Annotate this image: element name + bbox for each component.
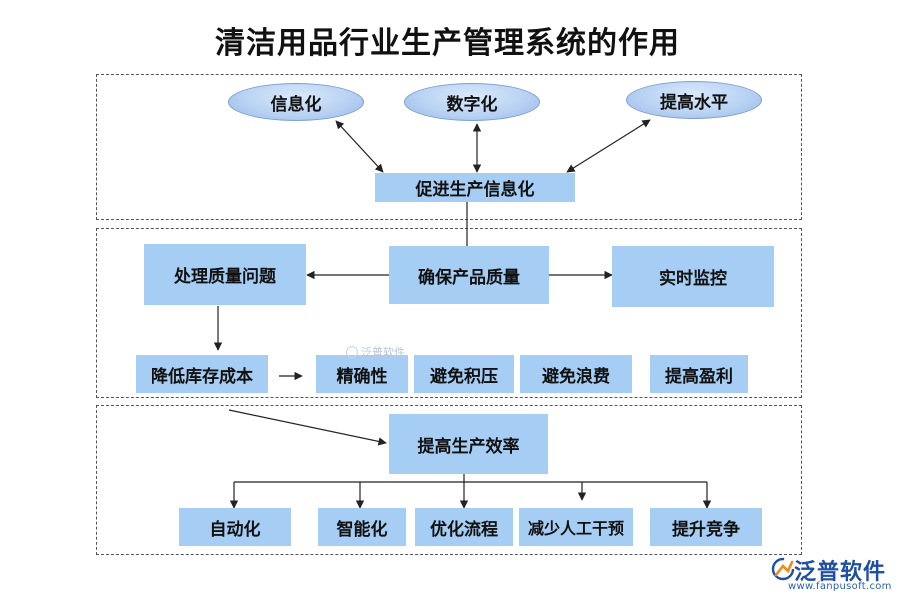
arrow-info-to-center [335,120,384,173]
fanpu-logo: 泛普软件 www.fanpusoft.com [770,552,895,596]
box-reduce-inventory-cost: 降低库存成本 [136,355,268,393]
box-optimize-process: 优化流程 [415,508,513,546]
box-reduce-manual-intervention: 减少人工干预 [519,508,633,546]
box-precision: 精确性 [316,355,408,393]
box-enhance-competitiveness: 提升竞争 [650,508,762,546]
ellipse-digitalization: 数字化 [404,83,540,121]
box-ensure-product-quality: 确保产品质量 [389,246,549,304]
page-title: 清洁用品行业生产管理系统的作用 [215,26,680,61]
arrow-level-to-center [566,119,651,173]
watermark-logo-icon [346,346,358,358]
box-promote-informatization: 促进生产信息化 [375,173,575,202]
section-middle [96,228,802,398]
ellipse-raise-level: 提高水平 [626,81,762,119]
fanpu-logo-icon [771,557,795,581]
box-raise-profit: 提高盈利 [650,355,748,393]
box-automation: 自动化 [179,508,291,546]
arrow-cost-to-efficiency [228,409,387,446]
section-top [96,74,802,220]
logo-name: 泛普软件 [794,560,887,585]
ellipse-informatization: 信息化 [228,83,364,121]
watermark: 泛普软件 [346,344,405,360]
box-intelligence: 智能化 [318,508,406,546]
box-avoid-waste: 避免浪费 [520,355,632,393]
box-handle-quality-issues: 处理质量问题 [144,244,306,305]
section-bottom [96,405,802,555]
watermark-text: 泛普软件 [361,346,405,359]
logo-url: www.fanpusoft.com [788,581,892,592]
box-raise-production-efficiency: 提高生产效率 [389,414,548,474]
box-realtime-monitoring: 实时监控 [612,246,774,307]
box-avoid-backlog: 避免积压 [414,355,514,393]
